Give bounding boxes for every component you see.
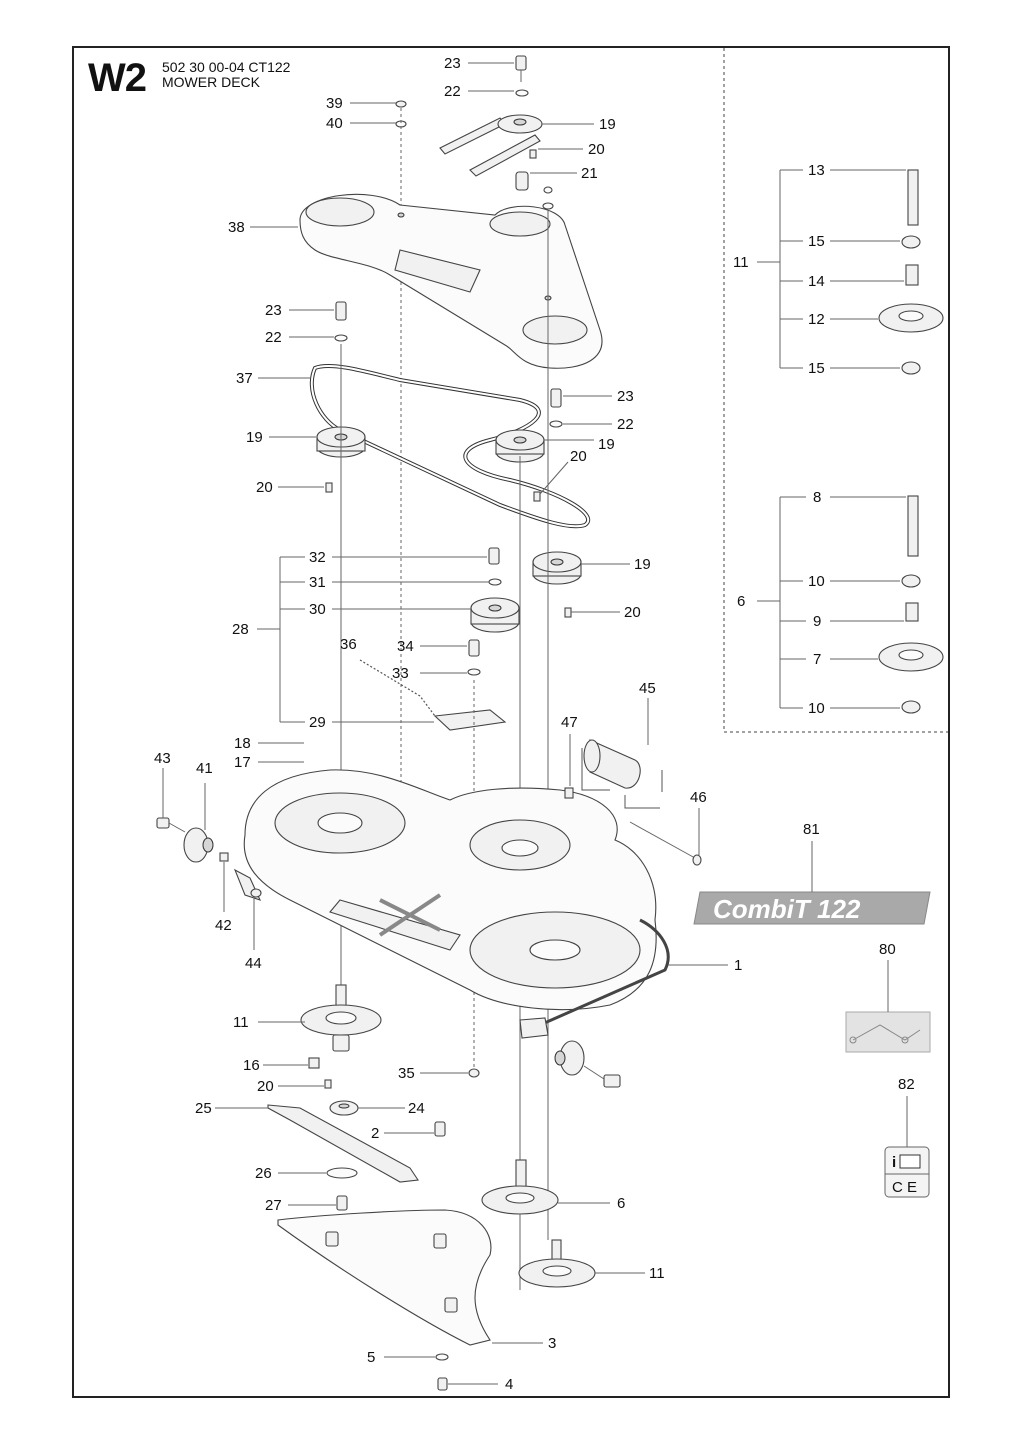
callout: 5 xyxy=(367,1349,375,1366)
callout: 80 xyxy=(879,941,896,958)
callout: 44 xyxy=(245,955,262,972)
callout: 41 xyxy=(196,760,213,777)
pulley-right xyxy=(532,210,582,1240)
belt-cover xyxy=(299,193,603,369)
callout: 39 xyxy=(326,95,343,112)
callout: 37 xyxy=(236,370,253,387)
callout: 26 xyxy=(255,1165,272,1182)
callout: 4 xyxy=(505,1376,513,1393)
callout: 35 xyxy=(398,1065,415,1082)
callout: 36 xyxy=(340,636,357,653)
diagram-title: MOWER DECK xyxy=(162,74,260,90)
deck-wheel-left xyxy=(156,817,262,898)
top-pulley-assembly xyxy=(439,55,554,210)
nut-35 xyxy=(468,1068,480,1078)
callout: 10 xyxy=(808,700,825,717)
anti-scalp-roller xyxy=(564,739,702,866)
callout: 15 xyxy=(808,360,825,377)
callout: 22 xyxy=(444,83,461,100)
callout: 27 xyxy=(265,1197,282,1214)
callout: 22 xyxy=(265,329,282,346)
kit-dashed-boundary xyxy=(723,48,948,733)
callout: 19 xyxy=(598,436,615,453)
callout: 7 xyxy=(813,651,821,668)
callout: 17 xyxy=(234,754,251,771)
manual-ce-decal: i C E xyxy=(884,1146,930,1198)
callout: 8 xyxy=(813,489,821,506)
callout: 18 xyxy=(234,735,251,752)
spindle-housing-left xyxy=(300,984,382,1116)
callout: 3 xyxy=(548,1335,556,1352)
callout: 22 xyxy=(617,416,634,433)
callout: 82 xyxy=(898,1076,915,1093)
callout: 23 xyxy=(265,302,282,319)
pulley-middle xyxy=(495,388,563,1290)
callout: 46 xyxy=(690,789,707,806)
callout: 38 xyxy=(228,219,245,236)
callout: 32 xyxy=(309,549,326,566)
callout: 47 xyxy=(561,714,578,731)
mower-deck-housing xyxy=(233,769,670,1039)
callout: 9 xyxy=(813,613,821,630)
drawing-frame xyxy=(72,46,950,1398)
ce-mark: C E xyxy=(892,1179,917,1196)
callout: 12 xyxy=(808,311,825,328)
callout: 34 xyxy=(397,638,414,655)
callout: 20 xyxy=(588,141,605,158)
callout: 14 xyxy=(808,273,825,290)
spindle-assembly-lower xyxy=(481,1159,596,1288)
callout: 11 xyxy=(233,1014,249,1031)
callout: 31 xyxy=(309,574,326,591)
callout: 21 xyxy=(581,165,598,182)
callout: 16 xyxy=(243,1057,260,1074)
section-code: W2 xyxy=(88,56,147,100)
info-icon: i xyxy=(892,1154,896,1171)
decal-text: CombiT 122 xyxy=(713,894,861,924)
callout: 30 xyxy=(309,601,326,618)
part-number: 502 30 00-04 CT122 xyxy=(162,59,291,75)
callout: 40 xyxy=(326,115,343,132)
callout: 2 xyxy=(371,1125,379,1142)
callout: 11 xyxy=(733,254,749,271)
pulley-left xyxy=(316,301,366,1040)
callout: 23 xyxy=(617,388,634,405)
spacer-2 xyxy=(434,1121,446,1137)
callout: 10 xyxy=(808,573,825,590)
leader-lines xyxy=(162,62,908,1385)
callout: 15 xyxy=(808,233,825,250)
deck-baffle xyxy=(277,1209,492,1391)
callout: 6 xyxy=(737,593,745,610)
callout: 33 xyxy=(392,665,409,682)
callout: 45 xyxy=(639,680,656,697)
callout: 23 xyxy=(444,55,461,72)
callout: 19 xyxy=(246,429,263,446)
callout-labels: 23 22 19 20 21 39 40 38 23 22 37 19 20 2… xyxy=(154,55,915,1393)
callout: 81 xyxy=(803,821,820,838)
callout: 20 xyxy=(257,1078,274,1095)
callout: 28 xyxy=(232,621,249,638)
spindle-kit-6-parts xyxy=(878,495,944,714)
callout: 20 xyxy=(570,448,587,465)
callout: 29 xyxy=(309,714,326,731)
belt-decal xyxy=(845,1011,931,1053)
callout: 24 xyxy=(408,1100,425,1117)
callout: 20 xyxy=(624,604,641,621)
callout: 1 xyxy=(734,957,742,974)
deck-wheel-right xyxy=(554,1040,621,1088)
callout: 42 xyxy=(215,917,232,934)
callout: 43 xyxy=(154,750,171,767)
callout: 25 xyxy=(195,1100,212,1117)
callout: 13 xyxy=(808,162,825,179)
callout: 19 xyxy=(599,116,616,133)
spindle-kit-11-parts xyxy=(878,169,944,375)
callout: 20 xyxy=(256,479,273,496)
callout: 11 xyxy=(649,1265,665,1282)
combit-122-decal: CombiT 122 xyxy=(693,891,931,925)
callout: 19 xyxy=(634,556,651,573)
belt-tensioner-assembly xyxy=(359,547,520,1070)
cutting-blade xyxy=(267,1104,419,1211)
callout: 6 xyxy=(617,1195,625,1212)
